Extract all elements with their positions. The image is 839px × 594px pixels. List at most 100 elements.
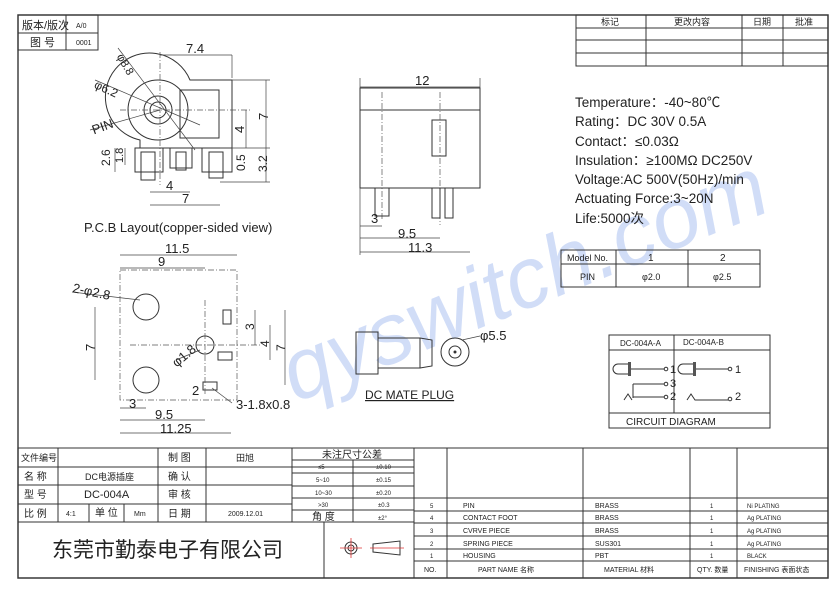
dim-hole-1-8: φ1.8: [169, 341, 199, 370]
unit-label: 单 位: [95, 506, 118, 519]
parts-header-1: PART NAME 名称: [478, 565, 534, 574]
confirm-label: 确 认: [168, 470, 191, 483]
dim-4: 4: [232, 126, 247, 133]
tol-angle-label: 角 度: [312, 510, 335, 523]
part-cell-material: PBT: [595, 553, 609, 560]
dim-12: 12: [415, 73, 429, 88]
circuit-a-pin-2: 2: [670, 391, 676, 403]
projection-symbol-icon: [340, 538, 404, 558]
part-cell-name: HOUSING: [463, 553, 496, 560]
revision-table: 标记 更改内容 日期 批准: [575, 14, 829, 67]
model-table: Model No. 1 2 PIN φ2.0 φ2.5: [560, 249, 761, 288]
part-cell-qty: 1: [710, 504, 714, 510]
spec-rating: Rating：DC 30V 0.5A: [575, 114, 706, 129]
part-cell-finishing: Ag PLATING: [747, 516, 782, 522]
drawing-no-label: 图 号: [30, 36, 55, 49]
part-cell-no: 4: [430, 516, 434, 522]
dim-7-right: 7: [274, 344, 288, 351]
part-cell-finishing: Ag PLATING: [747, 529, 782, 535]
specifications: Temperature：-40~80℃ Rating：DC 30V 0.5A C…: [575, 95, 752, 226]
tol-angle-value: ±2°: [378, 516, 388, 522]
rev-col-approve: 批准: [795, 16, 813, 27]
dim-d8-8: φ8.8: [114, 52, 136, 77]
part-cell-finishing: Ni PLATING: [747, 504, 780, 510]
dim-1-8: 1.8: [114, 148, 126, 163]
dim-11-25: 11.25: [160, 421, 192, 436]
model-pin-1: φ2.0: [642, 272, 660, 282]
tol-range-3: 10~30: [315, 491, 333, 497]
rev-col-date: 日期: [753, 17, 771, 27]
part-cell-finishing: Ag PLATING: [747, 542, 782, 548]
model-pin-2: φ2.5: [713, 272, 731, 282]
model-header-2: 2: [720, 253, 726, 264]
model-header-1: 1: [648, 253, 654, 264]
rev-col-mark: 标记: [601, 16, 619, 27]
scale-value: 4:1: [66, 511, 76, 518]
part-cell-material: BRASS: [595, 503, 619, 510]
drawing-no-value: 0001: [76, 40, 92, 47]
tol-range-2: 5~10: [316, 478, 330, 484]
part-cell-finishing: BLACK: [747, 554, 767, 560]
part-cell-qty: 1: [710, 554, 714, 560]
tolerance-title: 未注尺寸公差: [322, 448, 382, 461]
parts-header-4: FINISHING 表面状态: [744, 565, 809, 574]
version-label: 版本/版次: [22, 18, 69, 32]
spec-life: Life:5000次: [575, 211, 644, 226]
dim-slots: 3-1.8x0.8: [236, 397, 290, 412]
dim-7: 7: [256, 113, 271, 120]
model-header-label: Model No.: [567, 253, 608, 263]
spec-actuating-force: Actuating Force:3~20N: [575, 191, 713, 206]
dim-7-pcb: 7: [83, 344, 98, 351]
circuit-diagram: DC-004A-A DC-004A-B 1 3 2 1 2 CIRCUIT DI…: [608, 334, 771, 429]
company-name: 东莞市勤泰电子有限公司: [52, 539, 283, 562]
model-value: DC-004A: [84, 489, 130, 501]
circuit-col-b: DC-004A-B: [683, 338, 724, 347]
dim-0-5: 0.5: [234, 154, 248, 171]
side-view-caption: P.C.B Layout(copper-sided view): [84, 220, 272, 235]
part-cell-no: 1: [430, 554, 434, 560]
spec-contact: Contact：≤0.03Ω: [575, 134, 679, 149]
model-row-label: PIN: [580, 272, 595, 282]
dim-11-3: 11.3: [408, 240, 432, 255]
drawn-label: 制 图: [168, 451, 191, 464]
drawn-value: 田旭: [236, 452, 254, 463]
scale-label: 比 例: [24, 507, 47, 520]
dim-2-6: 2.6: [99, 149, 113, 166]
part-cell-material: SUS301: [595, 541, 621, 548]
tol-range-4: >30: [318, 503, 329, 509]
part-cell-qty: 1: [710, 542, 714, 548]
dim-d6-2: φ6.2: [92, 77, 120, 100]
rev-col-content: 更改内容: [674, 16, 710, 27]
part-cell-name: SPRING PIECE: [463, 541, 513, 548]
part-cell-no: 3: [430, 529, 434, 535]
part-cell-qty: 1: [710, 516, 714, 522]
dim-7-4: 7.4: [186, 41, 204, 56]
dim-3-front: 3: [371, 211, 378, 226]
date-value: 2009.12.01: [228, 511, 263, 518]
pin-label: PIN: [90, 116, 115, 138]
dim-3-bottom: 3: [129, 396, 136, 411]
dim-7-bottom: 7: [182, 191, 189, 206]
part-cell-name: CONTACT FOOT: [463, 515, 518, 522]
plug-label: DC MATE PLUG: [365, 388, 454, 402]
version-value: A/0: [76, 23, 87, 30]
spec-insulation: Insulation：≥100MΩ DC250V: [575, 153, 752, 168]
tol-value-2: ±0.15: [376, 478, 392, 484]
part-cell-material: BRASS: [595, 515, 619, 522]
title-block: 文件编号 名 称 DC电源插座 型 号 DC-004A 比 例 4:1 单 位 …: [17, 447, 829, 579]
tol-value-4: ±0.3: [378, 503, 390, 509]
version-box: 版本/版次 A/0 图 号 0001: [17, 14, 99, 51]
circuit-b-pin-2: 2: [735, 391, 741, 403]
tol-value-3: ±0.20: [376, 491, 392, 497]
dim-9: 9: [158, 254, 165, 269]
part-cell-qty: 1: [710, 529, 714, 535]
circuit-caption: CIRCUIT DIAGRAM: [626, 417, 716, 428]
dim-3-2: 3.2: [256, 155, 270, 172]
circuit-b-pin-1: 1: [735, 364, 741, 376]
part-cell-no: 2: [430, 542, 434, 548]
model-label: 型 号: [24, 488, 47, 501]
pcb-layout-view: 11.5 9 2-φ2.8 7 3 4 7 φ1.8 2 3-1.8x0.8 3…: [71, 241, 290, 436]
